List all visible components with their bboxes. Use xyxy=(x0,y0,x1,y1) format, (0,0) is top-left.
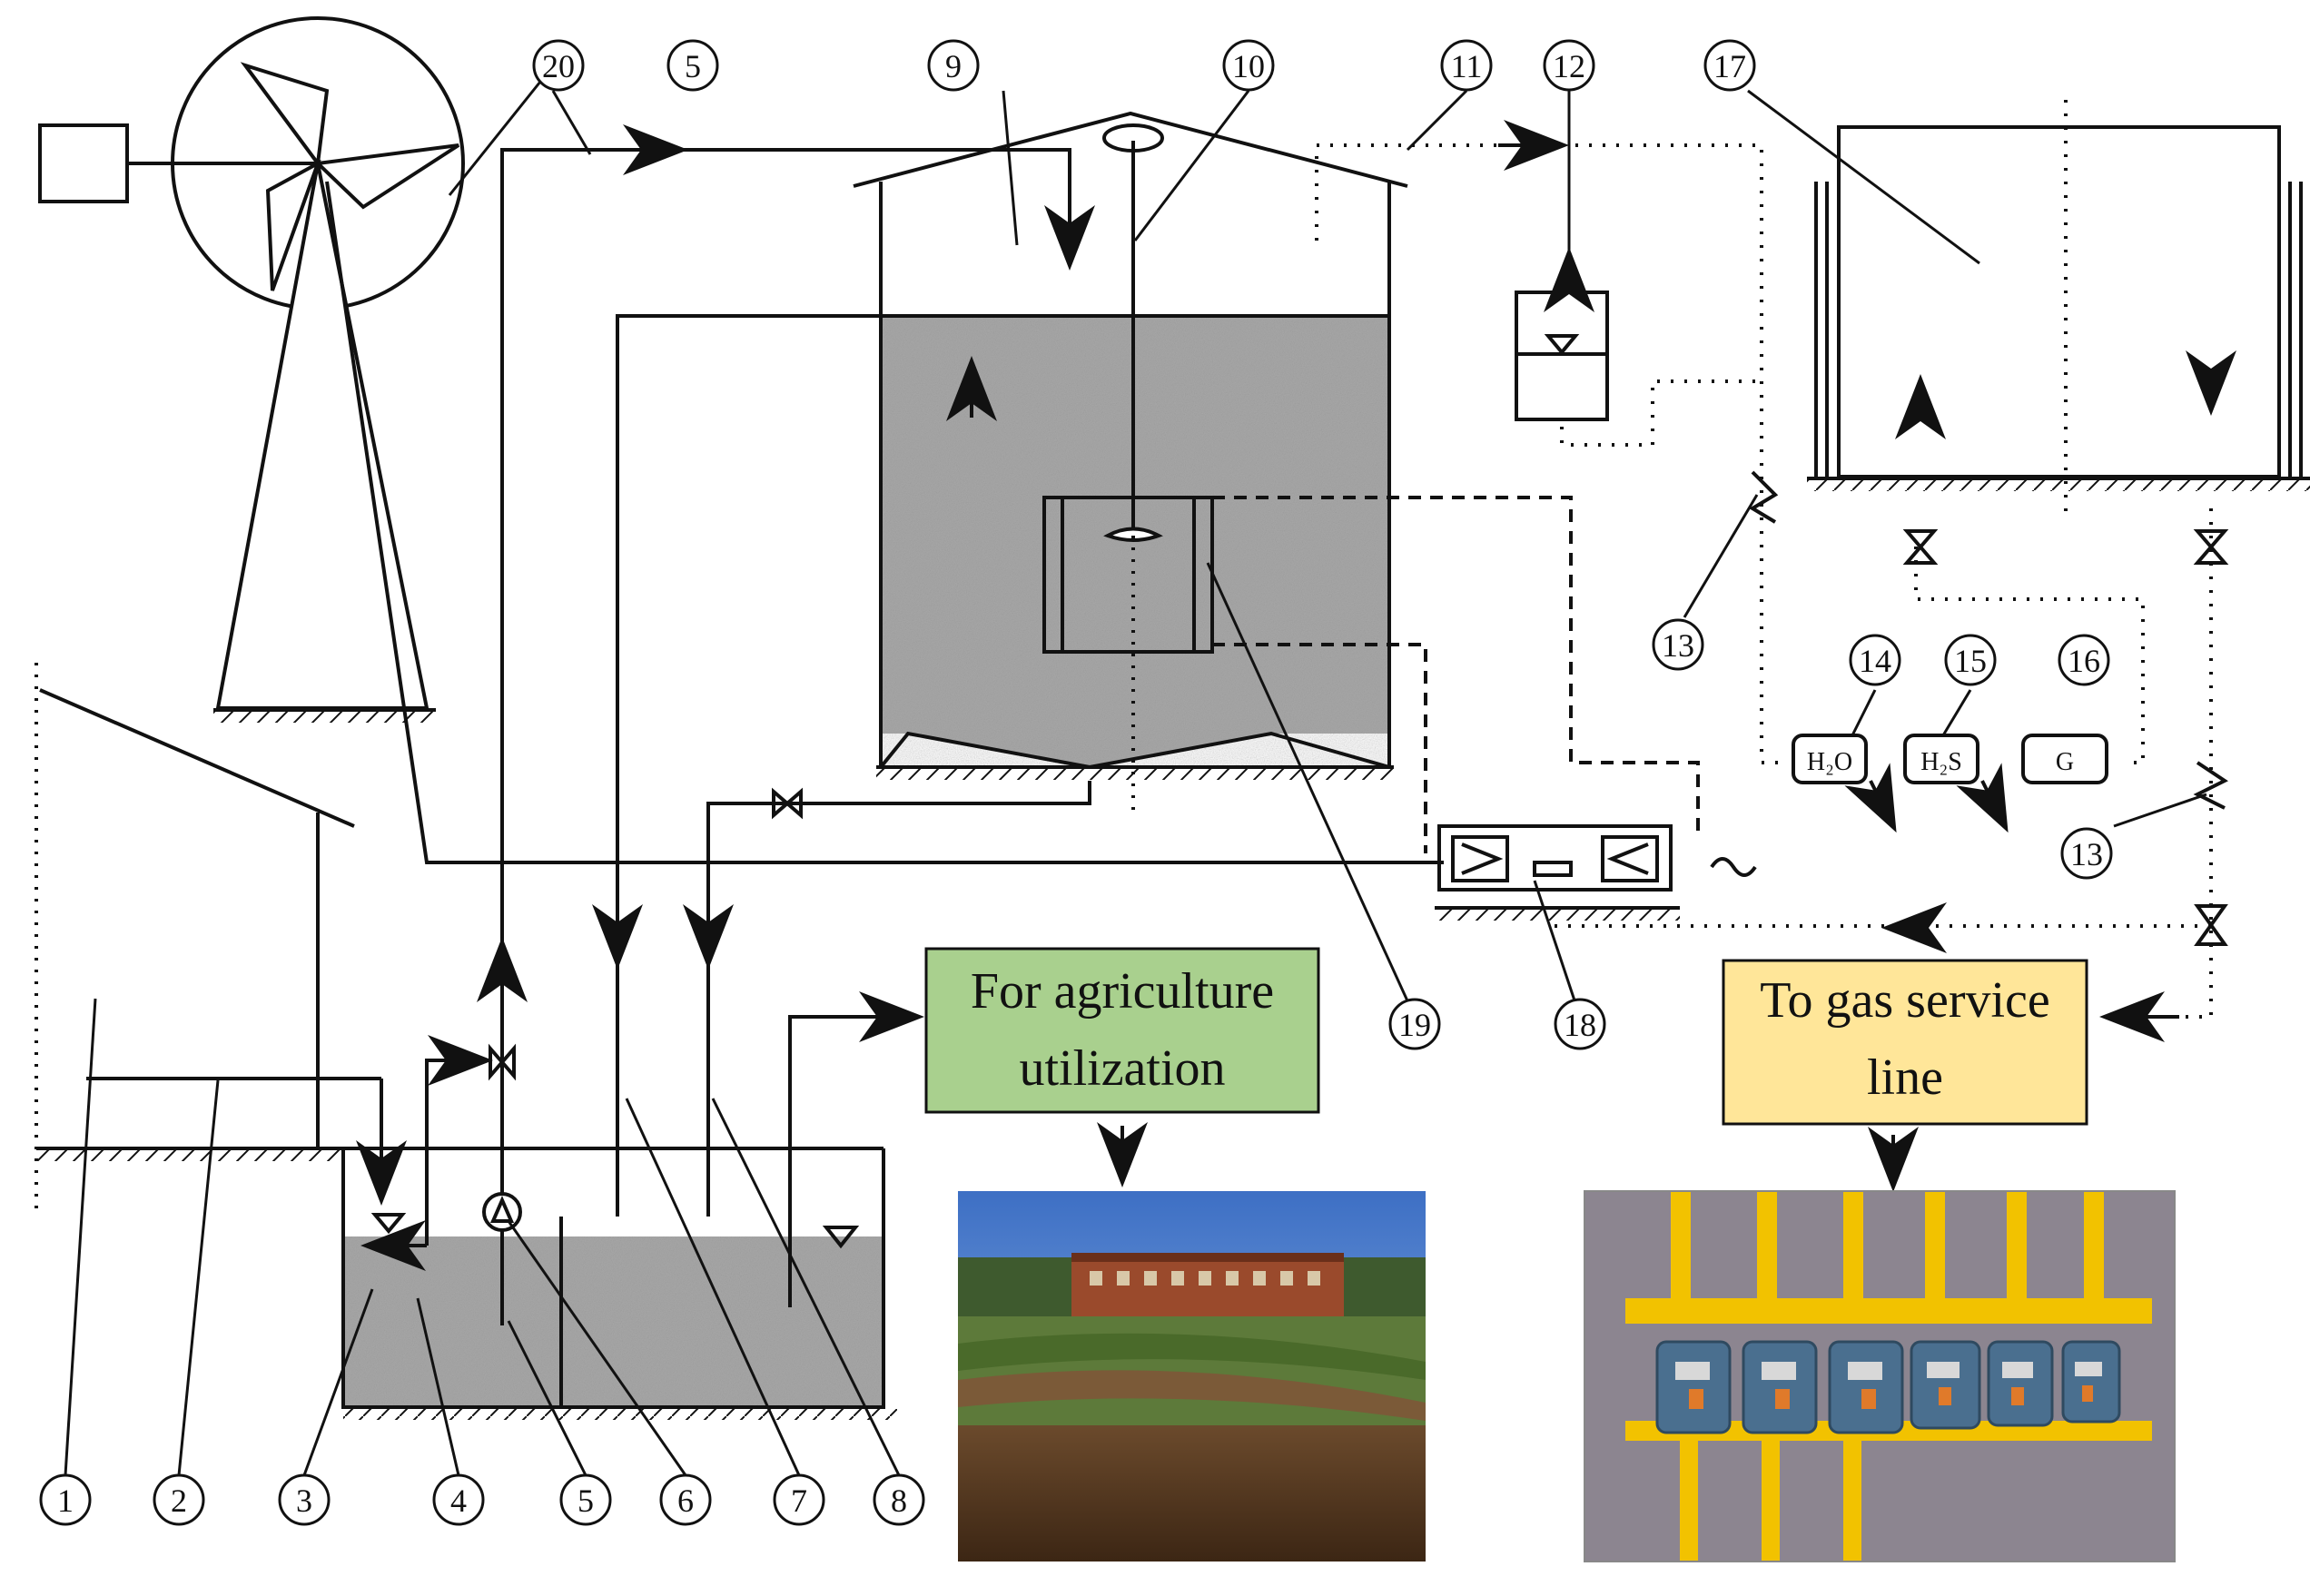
callout-16-number: 16 xyxy=(2068,643,2100,679)
callout-18 xyxy=(1554,998,1606,1050)
callout-13b xyxy=(2060,827,2113,880)
callout-12 xyxy=(1543,39,1595,92)
callout-18-number: 18 xyxy=(1564,1007,1596,1043)
callout-11 xyxy=(1440,39,1493,92)
callout-9-number: 9 xyxy=(945,48,962,84)
callout-3-number: 3 xyxy=(296,1483,312,1519)
callout-numbers: 1 2 3 4 5 6 7 8 19 18 9 10 11 12 13 13 1… xyxy=(57,48,2103,1519)
callout-4-number: 4 xyxy=(450,1483,467,1519)
callout-19 xyxy=(1388,998,1441,1050)
piping xyxy=(477,124,1091,1307)
callout-leaders xyxy=(64,81,2207,1476)
callout-14 xyxy=(1849,634,1901,686)
callout-7 xyxy=(773,1473,825,1526)
callout-6-number: 6 xyxy=(677,1483,694,1519)
callout-5 xyxy=(666,39,719,92)
callout-2-number: 2 xyxy=(171,1483,187,1519)
gas-label-line1: To gas service xyxy=(1760,972,2050,1029)
callout-13b-number: 13 xyxy=(2070,836,2103,872)
callout-5b-number: 5 xyxy=(578,1483,594,1519)
callout-5-number: 5 xyxy=(685,48,701,84)
callout-14-number: 14 xyxy=(1859,643,1891,679)
heating-lines xyxy=(1212,496,1700,853)
callout-20 xyxy=(532,39,585,92)
sensor-g-label: G xyxy=(2056,748,2074,776)
callout-20-number: 20 xyxy=(542,48,575,84)
callout-4 xyxy=(432,1473,485,1526)
callout-1-number: 1 xyxy=(57,1483,74,1519)
gas-holder xyxy=(1807,100,2310,946)
gas-service-box: To gas service line xyxy=(1722,959,2088,1192)
storage-tank xyxy=(341,1035,897,1420)
water-trap xyxy=(1515,291,1609,421)
callout-3 xyxy=(278,1473,331,1526)
callouts xyxy=(39,39,2113,1526)
callout-15 xyxy=(1944,634,1997,686)
callout-6 xyxy=(659,1473,712,1526)
agriculture-label-line2: utilization xyxy=(1019,1040,1225,1097)
gas-label-line2: line xyxy=(1867,1049,1943,1106)
callout-1 xyxy=(39,1473,92,1526)
generator-box xyxy=(38,123,129,203)
sensor-h2o-label: H₂O xyxy=(1807,748,1852,776)
agriculture-label-line1: For agriculture xyxy=(971,963,1274,1020)
farm-field-photo xyxy=(958,1191,1426,1562)
gas-meters-photo xyxy=(1584,1190,2176,1562)
callout-7-number: 7 xyxy=(791,1483,807,1519)
callout-15-number: 15 xyxy=(1954,643,1987,679)
gas-lines xyxy=(1315,120,2236,1042)
callout-13a-number: 13 xyxy=(1662,627,1694,664)
wind-turbine xyxy=(38,16,1444,864)
callout-16 xyxy=(2058,634,2110,686)
callout-9 xyxy=(927,39,980,92)
flashback-arrestors xyxy=(1749,470,2228,810)
digester xyxy=(853,111,1408,819)
barn xyxy=(35,663,407,1217)
callout-10-number: 10 xyxy=(1232,48,1265,84)
callout-12-number: 12 xyxy=(1553,48,1585,84)
callout-8-number: 8 xyxy=(891,1483,907,1519)
callout-19-number: 19 xyxy=(1398,1007,1431,1043)
callout-17-number: 17 xyxy=(1713,48,1746,84)
sensor-h2s-label: H₂S xyxy=(1920,748,1962,776)
callout-11-number: 11 xyxy=(1451,48,1483,84)
callout-2 xyxy=(153,1473,205,1526)
callout-10 xyxy=(1222,39,1275,92)
callout-8 xyxy=(873,1473,925,1526)
callout-5b xyxy=(559,1473,612,1526)
callout-13a xyxy=(1652,618,1704,671)
callout-17 xyxy=(1703,39,1756,92)
sensor-g xyxy=(2021,734,2108,784)
sensors xyxy=(1792,734,2108,833)
heater-unit xyxy=(1435,824,1757,921)
agriculture-box: For agriculture utilization xyxy=(924,947,1320,1187)
